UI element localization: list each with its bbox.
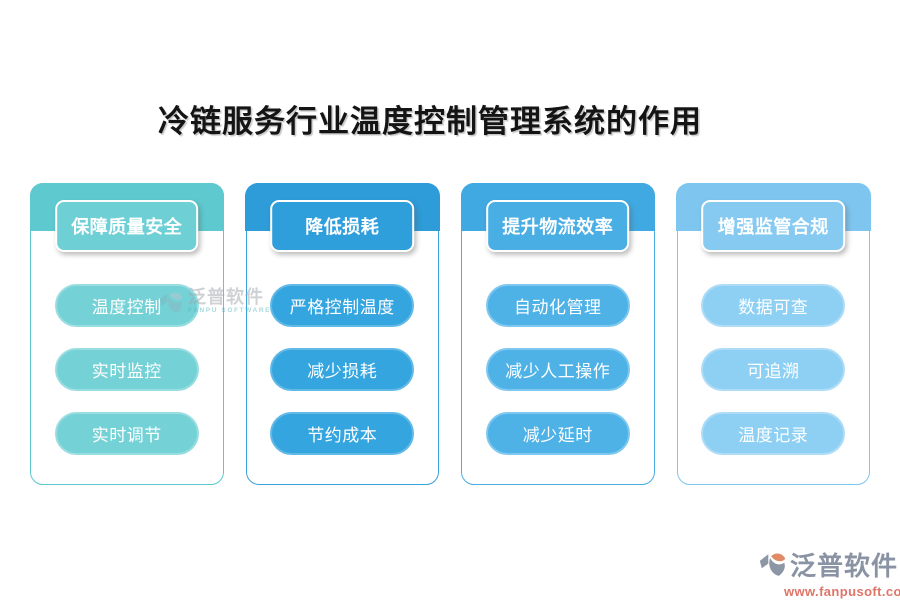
- pill-label: 可追溯: [747, 362, 800, 381]
- benefit-pill: 减少延时: [485, 412, 630, 455]
- benefit-pill: 自动化管理: [485, 284, 630, 327]
- card-header-label: 保障质量安全: [71, 217, 183, 237]
- benefit-card-compliance: 增强监管合规 数据可查 可追溯 温度记录: [676, 182, 871, 485]
- card-header: 保障质量安全: [54, 200, 199, 252]
- pill-label: 减少延时: [522, 426, 593, 445]
- benefit-pill: 节约成本: [270, 412, 415, 455]
- benefit-pill: 减少人工操作: [485, 348, 630, 391]
- benefit-pill: 数据可查: [701, 284, 846, 327]
- pill-list: 温度控制 实时监控 实时调节: [31, 284, 223, 455]
- benefit-pill: 温度记录: [701, 412, 846, 455]
- card-header: 降低损耗: [270, 200, 415, 252]
- footer-brand-block: 泛普软件 www.fanpusoft.com: [758, 549, 900, 599]
- fanpu-logo-icon: [759, 553, 786, 576]
- benefit-pill: 实时调节: [54, 412, 199, 455]
- benefit-pill: 减少损耗: [270, 348, 415, 391]
- pill-list: 严格控制温度 减少损耗 节约成本: [247, 284, 439, 455]
- benefit-pill: 温度控制: [54, 284, 199, 327]
- pill-label: 实时监控: [91, 362, 162, 381]
- pill-list: 自动化管理 减少人工操作 减少延时: [462, 284, 654, 455]
- pill-label: 严格控制温度: [289, 298, 395, 317]
- card-header: 提升物流效率: [485, 200, 630, 252]
- benefit-pill: 严格控制温度: [270, 284, 415, 327]
- pill-label: 实时调节: [91, 426, 162, 445]
- pill-label: 温度记录: [738, 426, 809, 445]
- pill-list: 数据可查 可追溯 温度记录: [678, 284, 870, 455]
- benefit-card-loss-reduction: 降低损耗 严格控制温度 减少损耗 节约成本: [245, 182, 440, 485]
- pill-label: 节约成本: [307, 426, 378, 445]
- pill-label: 数据可查: [738, 298, 809, 317]
- card-header-label: 增强监管合规: [717, 217, 829, 237]
- footer-website-link[interactable]: www.fanpusoft.com: [784, 584, 900, 599]
- benefit-card-quality: 保障质量安全 温度控制 实时监控 实时调节: [29, 182, 224, 485]
- pill-label: 减少损耗: [307, 362, 378, 381]
- page-title: 冷链服务行业温度控制管理系统的作用: [158, 104, 702, 139]
- benefit-pill: 实时监控: [54, 348, 199, 391]
- pill-label: 温度控制: [91, 298, 162, 317]
- benefit-pill: 可追溯: [701, 348, 846, 391]
- card-header-label: 降低损耗: [305, 217, 380, 237]
- benefit-columns: 保障质量安全 温度控制 实时监控 实时调节 降低损耗 严格控制温度 减少损耗 节…: [29, 182, 871, 485]
- card-header: 增强监管合规: [701, 200, 846, 252]
- pill-label: 减少人工操作: [505, 362, 611, 381]
- card-header-label: 提升物流效率: [502, 217, 614, 237]
- footer-brand-text: 泛普软件: [790, 550, 899, 581]
- benefit-card-logistics: 提升物流效率 自动化管理 减少人工操作 减少延时: [460, 182, 655, 485]
- pill-label: 自动化管理: [514, 298, 602, 317]
